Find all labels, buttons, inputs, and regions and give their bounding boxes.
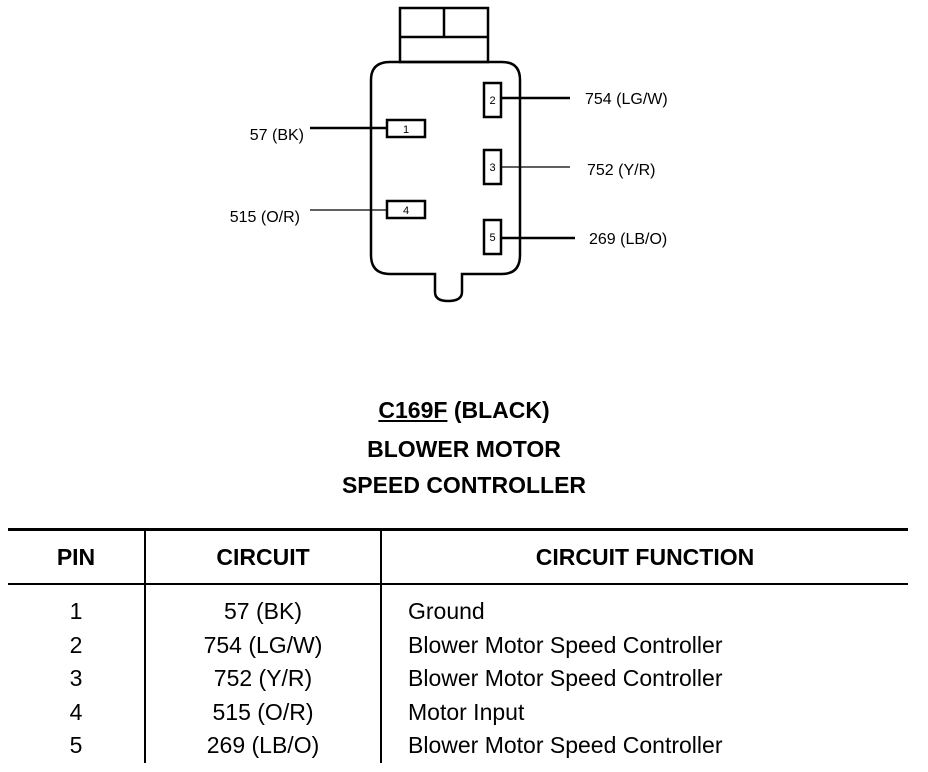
header-circuit: CIRCUIT [144,528,382,585]
connector-body [369,60,522,303]
pin-cavity-2 [482,81,503,119]
cell-pin: 2 [69,631,83,658]
cell-pin: 5 [69,732,83,759]
header-function: CIRCUIT FUNCTION [381,528,908,585]
pin-number-2: 2 [489,95,495,107]
table-row: 3 752 (Y/R) Blower Motor Speed Controlle… [8,662,908,696]
cell-function: Blower Motor Speed Controller [408,631,723,658]
cell-pin: 1 [69,598,83,625]
connector-id: C169F [378,397,448,423]
cell-pin: 4 [69,698,83,725]
component-name-line1: BLOWER MOTOR [367,436,561,462]
table-header-row: PIN CIRCUIT CIRCUIT FUNCTION [8,528,908,585]
cell-circuit: 754 (LG/W) [144,628,382,662]
pin-table: PIN CIRCUIT CIRCUIT FUNCTION 1 57 (BK) G… [8,528,908,763]
wire-label-3: 752 (Y/R) [587,162,655,179]
pin-number-3: 3 [489,162,495,174]
cell-pin: 3 [69,665,83,692]
cell-circuit: 269 (LB/O) [144,729,382,763]
wire-label-2: 754 (LG/W) [585,91,668,108]
cell-function: Blower Motor Speed Controller [408,732,723,759]
connector-color: (BLACK) [453,397,550,423]
wire-label-5: 269 (LB/O) [589,231,667,248]
table-row: 1 57 (BK) Ground [8,584,908,629]
header-pin: PIN [8,528,145,585]
cell-circuit: 57 (BK) [144,584,382,629]
cell-function: Blower Motor Speed Controller [408,665,723,692]
table-row: 2 754 (LG/W) Blower Motor Speed Controll… [8,628,908,662]
cell-function: Motor Input [408,698,525,725]
connector-title: C169F (BLACK) [0,397,928,424]
pin-number-5: 5 [489,232,495,244]
pin-number-1: 1 [403,124,409,136]
table-row: 4 515 (O/R) Motor Input [8,695,908,729]
pin-number-4: 4 [403,205,409,217]
cell-circuit: 515 (O/R) [144,695,382,729]
wire-label-1: 57 (BK) [250,127,304,144]
cell-circuit: 752 (Y/R) [144,662,382,696]
cell-function: Ground [408,598,485,625]
wire-label-4: 515 (O/R) [230,209,300,226]
table-row: 5 269 (LB/O) Blower Motor Speed Controll… [8,729,908,763]
connector-diagram: 1 2 3 4 5 57 (BK) 754 (LG/W) 752 (Y/R) 5… [230,6,668,303]
component-name-line2: SPEED CONTROLLER [341,472,587,498]
